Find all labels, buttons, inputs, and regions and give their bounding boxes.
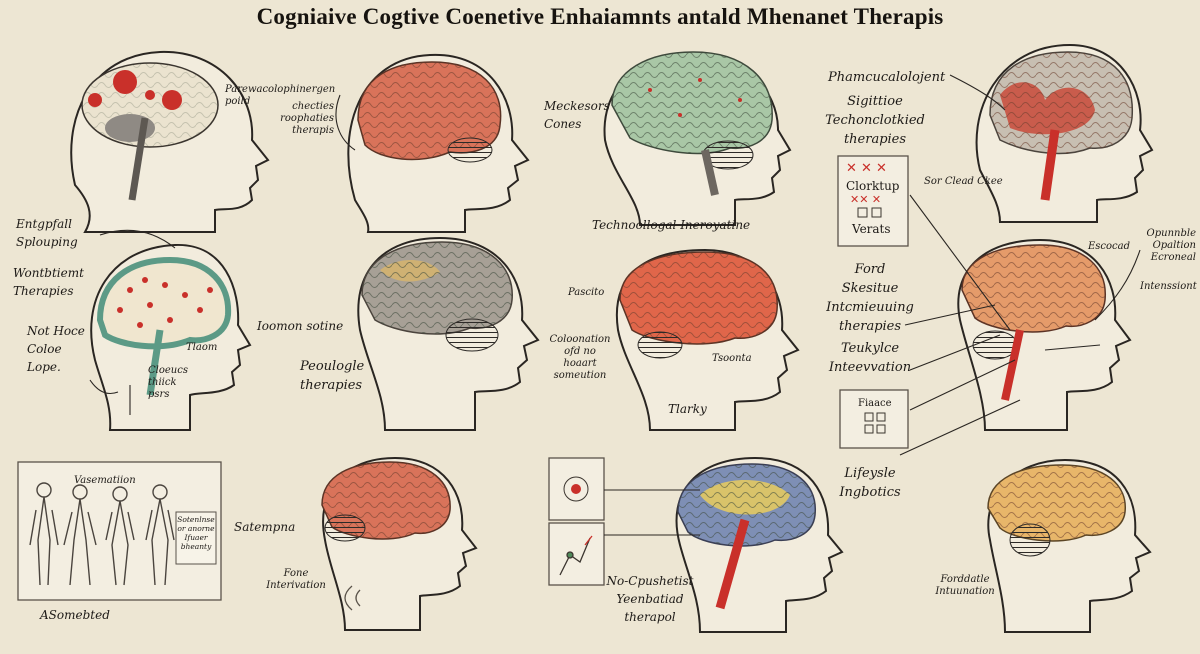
brain-icon (81, 62, 219, 201)
target-icon (563, 476, 589, 502)
label-l13: Ioomon sotine (257, 319, 344, 333)
brain-icon (321, 461, 451, 542)
label-l17: Tsoonta (712, 353, 752, 364)
brain-icon (677, 463, 816, 610)
svg-text:✕✕ ✕: ✕✕ ✕ (850, 193, 881, 206)
head-profile-icon (603, 51, 792, 226)
box-label-b2: Fiaace (858, 398, 892, 409)
head-profile-icon (70, 50, 270, 233)
box-label-b1: Clorktup (846, 179, 900, 193)
brain-icon (989, 51, 1133, 201)
head-profile-icon (321, 456, 478, 631)
head-profile-icon (957, 238, 1132, 431)
person-figure-icon (29, 482, 175, 586)
label-l28: Satempna (234, 520, 296, 534)
label-l23: Intenssiont (1140, 281, 1197, 292)
head-profile-icon (975, 43, 1154, 223)
head-profile-icon (90, 243, 252, 431)
label-l6: Sor Clead Ckee (924, 176, 1003, 187)
brain-icon (987, 464, 1126, 557)
label-l12: Technoollogal Ineroyatine (592, 218, 751, 232)
brain-icon (357, 61, 502, 163)
box-label-b1b: Verats (852, 222, 891, 236)
label-l21: Escocad (1088, 241, 1131, 252)
label-l25: Vasematiion (74, 475, 136, 486)
head-profile-icon (347, 53, 530, 233)
head-profile-icon (987, 458, 1152, 633)
brain-icon (619, 251, 778, 359)
brain-icon (361, 241, 513, 352)
page-title: Cogniaive Cogtive Coenetive Enhaiamnts a… (256, 4, 944, 29)
label-l15: Pascito (568, 287, 605, 298)
label-l18: Tlarky (668, 402, 707, 416)
head-profile-icon (615, 248, 800, 431)
head-profile-icon (675, 456, 844, 633)
chart-icon (559, 535, 593, 576)
brain-icon (96, 256, 232, 396)
label-l27: ASomebted (40, 608, 110, 622)
label-l4: Phamcucalolojent (828, 70, 946, 85)
brain-icon (611, 51, 773, 196)
svg-text:✕ ✕ ✕: ✕ ✕ ✕ (846, 161, 887, 176)
brain-icon (961, 244, 1106, 401)
head-profile-icon (357, 236, 540, 431)
label-l10: Tlaom (186, 342, 218, 353)
